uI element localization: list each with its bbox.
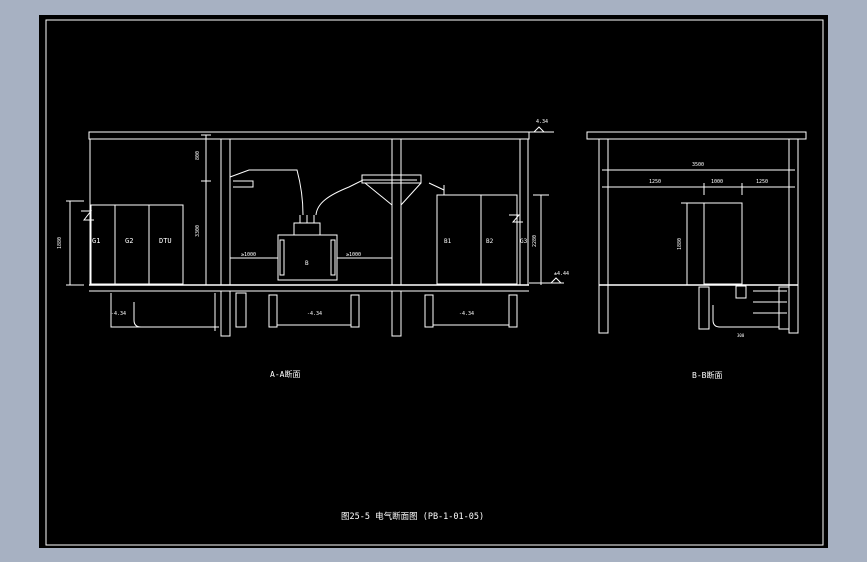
elev-trench-3: -4.34 bbox=[459, 311, 474, 317]
cabinet-label-b1: B1 bbox=[444, 238, 452, 245]
cabinet-b2 bbox=[480, 194, 518, 285]
cabinet-label-g2: G2 bbox=[125, 237, 133, 245]
electrical-section-drawing: G1 G2 DTU B B1 B2 G3 bbox=[45, 19, 824, 546]
cable-run bbox=[133, 302, 219, 328]
column-right bbox=[391, 138, 402, 286]
hv-busbar bbox=[229, 169, 304, 216]
dim-width-right: 1250 bbox=[756, 179, 768, 185]
dim-clearance-right: ≥1000 bbox=[346, 252, 361, 258]
dim-upper-height: 800 bbox=[195, 151, 201, 160]
dim-width-total: 3500 bbox=[692, 162, 704, 168]
roof-slab bbox=[88, 131, 530, 140]
elev-floor: ±4.44 bbox=[554, 271, 569, 277]
dim-width-mid: 1000 bbox=[711, 179, 723, 185]
drawing-border bbox=[45, 19, 824, 546]
elev-trench-1: -4.34 bbox=[111, 311, 126, 317]
transformer: B bbox=[277, 215, 338, 281]
drawing-sheet: G1 G2 DTU B B1 B2 G3 bbox=[39, 15, 828, 548]
dim-total-height: 3300 bbox=[195, 225, 201, 237]
dim-cabinet-height-b: 1880 bbox=[677, 238, 683, 250]
roof-slab-b bbox=[586, 131, 807, 140]
section-b-b: 3500 1250 1000 1250 1880 300 B-B断面 bbox=[586, 131, 807, 380]
dim-cabinet-right-height: 2280 bbox=[532, 235, 538, 247]
dim-cabinet-left-height: 1880 bbox=[57, 237, 63, 249]
section-a-a: G1 G2 DTU B B1 B2 G3 bbox=[57, 119, 569, 379]
cabinet-b-section bbox=[703, 202, 743, 285]
column-left bbox=[220, 138, 231, 286]
section-a-title: A-A断面 bbox=[270, 369, 300, 379]
dim-clearance-left: ≥1000 bbox=[241, 252, 256, 258]
drawing-caption: 图25-5 电气断面图 (PB-1-01-05) bbox=[341, 511, 484, 522]
elev-roof: 4.34 bbox=[536, 119, 548, 125]
transformer-label: B bbox=[305, 260, 309, 267]
elev-trench-2: -4.34 bbox=[307, 311, 322, 317]
dim-bottom-b: 300 bbox=[737, 333, 745, 338]
cabinet-label-g3: G3 bbox=[520, 238, 528, 245]
cabinet-label-g1: G1 bbox=[92, 237, 100, 245]
cabinet-label-b2: B2 bbox=[486, 238, 494, 245]
section-b-title: B-B断面 bbox=[692, 370, 722, 380]
dim-width-left: 1250 bbox=[649, 179, 661, 185]
cabinet-label-dtu: DTU bbox=[159, 237, 172, 245]
